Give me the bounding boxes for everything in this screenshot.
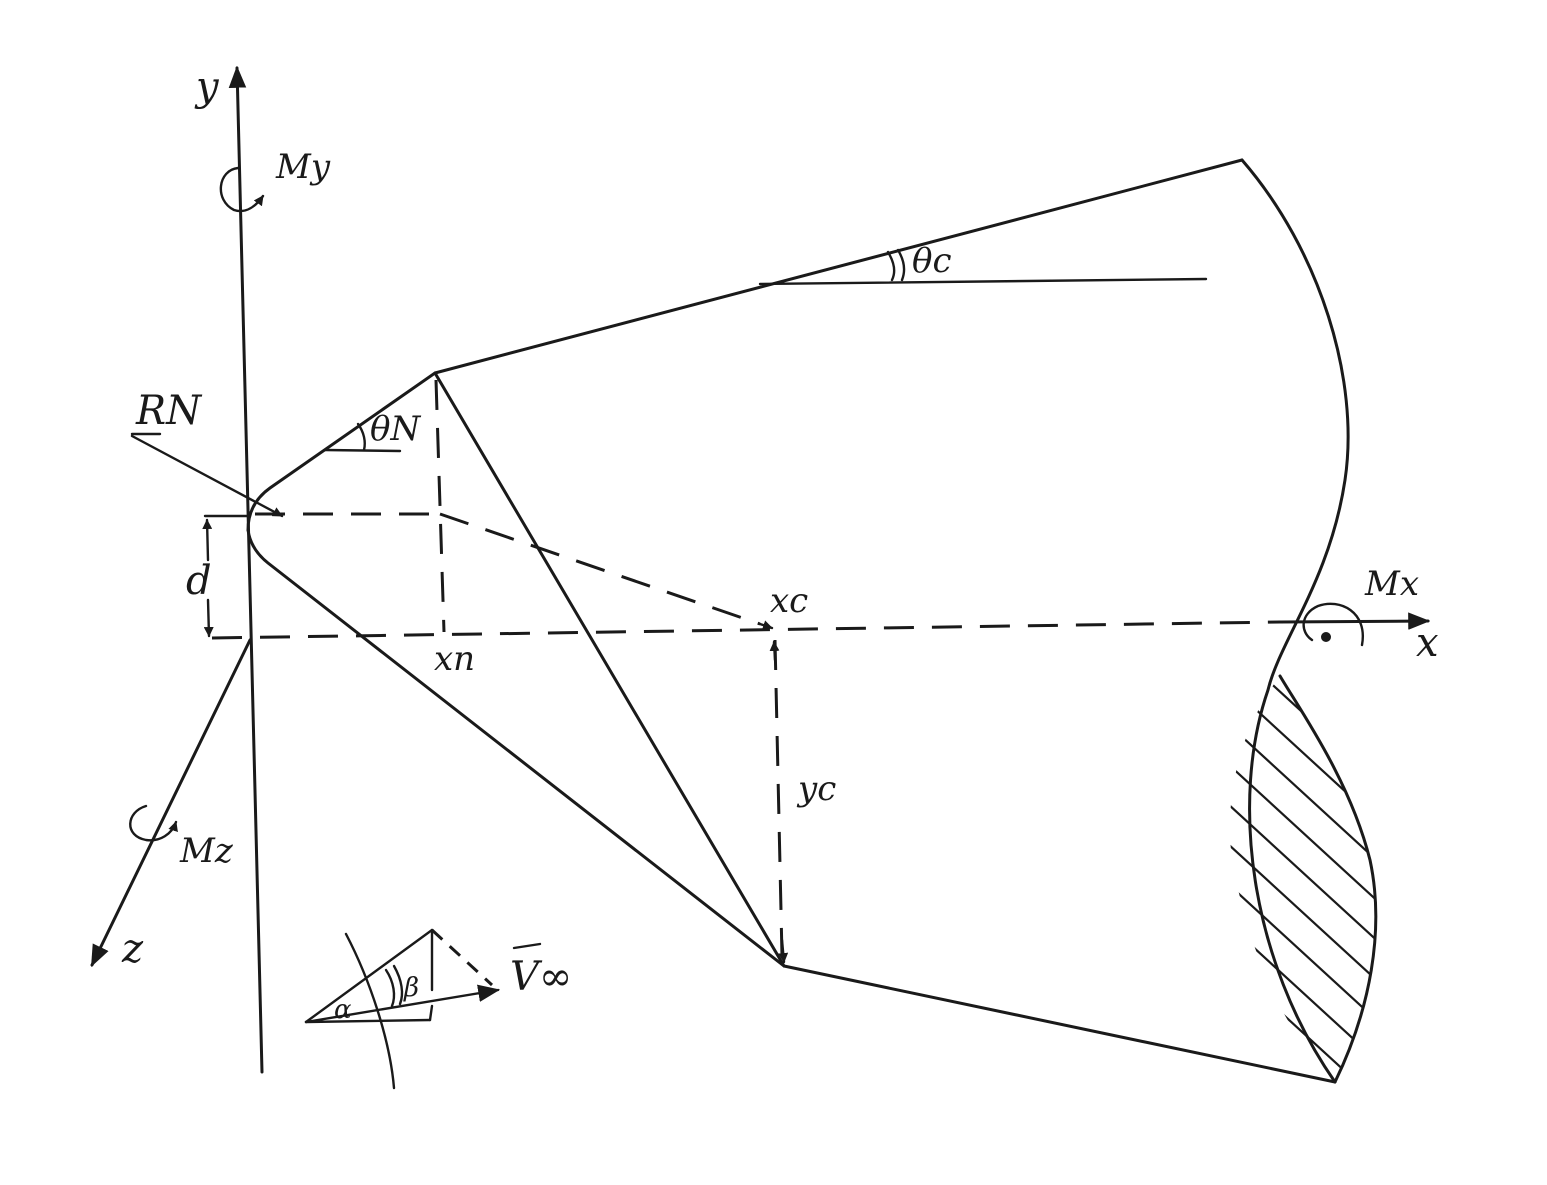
velocity-triangle (304, 928, 501, 1090)
moment-z-label: Mz (179, 831, 234, 871)
z-axis (90, 638, 252, 967)
angle-reference-lines (323, 248, 1208, 453)
hatched-section (1229, 676, 1376, 1082)
cone-angle-label: θc (912, 241, 952, 281)
y-c-label: yc (796, 769, 836, 809)
nose-angle-label: θN (370, 409, 421, 449)
velocity-label: V∞ (510, 954, 572, 1000)
x-n-label: xп (434, 639, 475, 679)
moment-z-arc (129, 804, 178, 842)
moment-x-arc (1302, 602, 1365, 647)
nose-radius-label: RN (135, 388, 203, 434)
x-axis-label: x (1416, 620, 1439, 666)
y-axis (228, 65, 264, 1074)
z-axis-label: z (121, 926, 144, 972)
moment-y-arc (219, 166, 265, 213)
offset-d-label: d (186, 558, 212, 604)
body-outline (246, 158, 1378, 1084)
y-axis-label: y (194, 64, 220, 110)
x-axis (211, 612, 1431, 640)
moment-y-label: My (275, 147, 331, 187)
velocity-vector-bar (512, 942, 542, 950)
x-c-label: xc (770, 581, 808, 621)
dashed-construction (255, 379, 784, 957)
alpha-label: α (334, 995, 352, 1025)
moment-x-label: Mx (1364, 564, 1419, 604)
beta-label: β (403, 973, 419, 1003)
dimension-arrows (130, 432, 789, 964)
